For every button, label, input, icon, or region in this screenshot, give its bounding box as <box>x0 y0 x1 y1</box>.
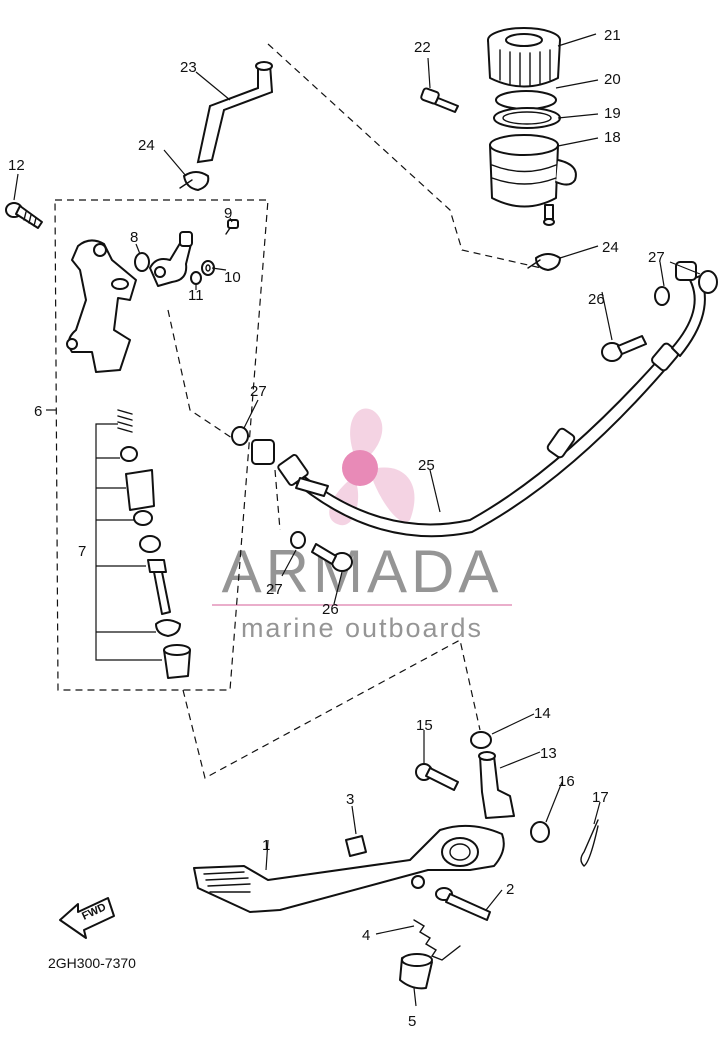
shaft-2 <box>435 887 491 921</box>
callout-27-lower: 27 <box>266 581 283 598</box>
spring-cover-5 <box>399 953 433 990</box>
washer-16 <box>530 821 550 843</box>
brake-pedal <box>193 824 505 913</box>
bolt-15 <box>415 763 459 791</box>
hose-clip-upper <box>179 171 210 191</box>
callout-25: 25 <box>418 457 435 474</box>
callout-4: 4 <box>362 927 370 944</box>
leader-lines <box>13 33 701 1007</box>
callout-13: 13 <box>540 745 557 762</box>
piston-kit-bracket <box>95 423 162 661</box>
reservoir-diaphragm <box>493 107 561 129</box>
callout-15: 15 <box>416 717 433 734</box>
reservoir-tank <box>489 134 577 226</box>
piston-kit <box>117 409 191 679</box>
callout-12: 12 <box>8 157 25 174</box>
nut-3 <box>345 835 367 857</box>
callout-21: 21 <box>604 27 621 44</box>
washer-27-d <box>290 531 306 549</box>
assembly-outline <box>54 43 551 779</box>
callout-16: 16 <box>558 773 575 790</box>
reservoir-hose <box>196 61 274 164</box>
callout-27-middle: 27 <box>250 383 267 400</box>
hose-clip-lower <box>527 253 561 271</box>
washer-27-a <box>654 286 670 306</box>
diagram-code: 2GH300-7370 <box>48 955 136 971</box>
callout-22: 22 <box>414 39 431 56</box>
return-spring-4 <box>413 919 461 961</box>
union-fitting <box>149 231 193 287</box>
forward-arrow-icon: FWD <box>59 897 115 939</box>
callout-20: 20 <box>604 71 621 88</box>
callout-17: 17 <box>592 789 609 806</box>
callout-24-upper: 24 <box>138 137 155 154</box>
callout-11: 11 <box>188 287 204 304</box>
callout-14: 14 <box>534 705 551 722</box>
callout-26-upper: 26 <box>588 291 605 308</box>
reservoir-screw <box>420 87 459 113</box>
callout-9: 9 <box>224 205 232 222</box>
o-ring-8 <box>134 252 150 272</box>
callout-7: 7 <box>78 543 86 560</box>
callout-labels: 21 20 19 18 22 23 24 24 12 8 9 10 11 27 … <box>8 27 665 1030</box>
reservoir-cap <box>487 27 561 88</box>
callout-27-upper: 27 <box>648 249 665 266</box>
watermark-tagline: marine outboards <box>241 613 483 643</box>
union-bolt-26-lower <box>311 543 353 572</box>
reservoir-plate <box>495 90 557 110</box>
washer-27-b <box>698 270 718 294</box>
callout-19: 19 <box>604 105 621 122</box>
reservoir-assembly <box>420 27 577 226</box>
brake-hose <box>277 261 706 538</box>
callout-10: 10 <box>224 269 241 286</box>
callout-26-lower: 26 <box>322 601 339 618</box>
callout-1: 1 <box>262 837 270 854</box>
callout-3: 3 <box>346 791 354 808</box>
bolt-12 <box>5 202 43 229</box>
union-bolt-26-upper <box>601 335 647 362</box>
hose-fitting-block <box>251 439 275 465</box>
callout-24-lower: 24 <box>602 239 619 256</box>
nut-14 <box>470 731 492 749</box>
screw-9 <box>225 219 239 235</box>
callout-6: 6 <box>34 403 42 420</box>
callout-2: 2 <box>506 881 514 898</box>
clevis-13 <box>478 751 515 819</box>
watermark-brand: ARMADA <box>222 538 503 605</box>
callout-18: 18 <box>604 129 621 146</box>
callout-5: 5 <box>408 1013 416 1030</box>
callout-8: 8 <box>130 229 138 246</box>
cotter-pin-17 <box>580 819 599 867</box>
washer-27-c <box>231 426 249 446</box>
watermark: ARMADA marine outboards <box>212 408 512 643</box>
callout-23: 23 <box>180 59 197 76</box>
washer-11 <box>190 271 202 285</box>
master-cylinder-body <box>66 239 137 373</box>
